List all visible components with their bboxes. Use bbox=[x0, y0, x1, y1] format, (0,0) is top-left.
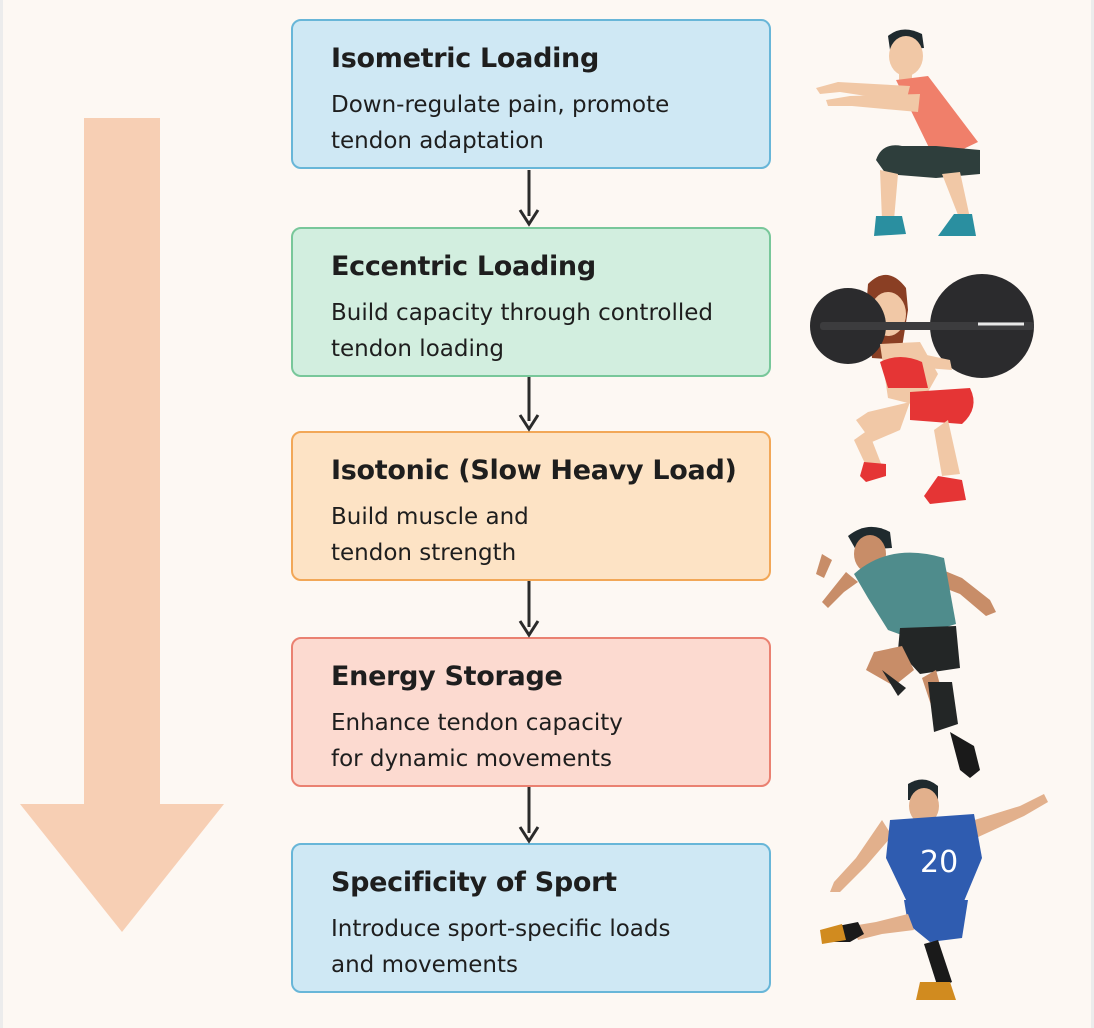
stage-title: Isometric Loading bbox=[331, 43, 599, 74]
stage-isometric-loading: Isometric Loading Down-regulate pain, pr… bbox=[291, 19, 771, 169]
running-athlete-icon bbox=[816, 526, 996, 778]
jersey-number: 20 bbox=[920, 845, 958, 880]
stage-description: Build muscle and tendon strength bbox=[331, 504, 529, 566]
stage-title: Isotonic (Slow Heavy Load) bbox=[331, 455, 737, 486]
squat-athlete-icon bbox=[816, 29, 980, 236]
connector-arrow-icon bbox=[518, 787, 540, 844]
stage-eccentric-loading: Eccentric Loading Build capacity through… bbox=[291, 227, 771, 377]
stage-title: Specificity of Sport bbox=[331, 867, 617, 898]
frame-edge-left bbox=[0, 0, 3, 1028]
stage-isotonic-slow-heavy-load: Isotonic (Slow Heavy Load) Build muscle … bbox=[291, 431, 771, 581]
progression-arrow-icon bbox=[20, 118, 224, 932]
stage-energy-storage: Energy Storage Enhance tendon capacity f… bbox=[291, 637, 771, 787]
connector-arrow-icon bbox=[518, 170, 540, 227]
stage-title: Energy Storage bbox=[331, 661, 563, 692]
stage-description: Enhance tendon capacity for dynamic move… bbox=[331, 710, 623, 772]
soccer-player-icon: 20 bbox=[820, 779, 1048, 1000]
stage-description: Down-regulate pain, promote tendon adapt… bbox=[331, 92, 670, 154]
stage-description: Introduce sport-specific loads and movem… bbox=[331, 916, 671, 978]
stage-description: Build capacity through controlled tendon… bbox=[331, 300, 714, 362]
stage-specificity-of-sport: Specificity of Sport Introduce sport-spe… bbox=[291, 843, 771, 993]
connector-arrow-icon bbox=[518, 581, 540, 638]
barbell-squat-athlete-icon bbox=[810, 274, 1034, 504]
stage-title: Eccentric Loading bbox=[331, 251, 596, 282]
connector-arrow-icon bbox=[518, 377, 540, 432]
frame-edge-right bbox=[1091, 0, 1094, 1028]
